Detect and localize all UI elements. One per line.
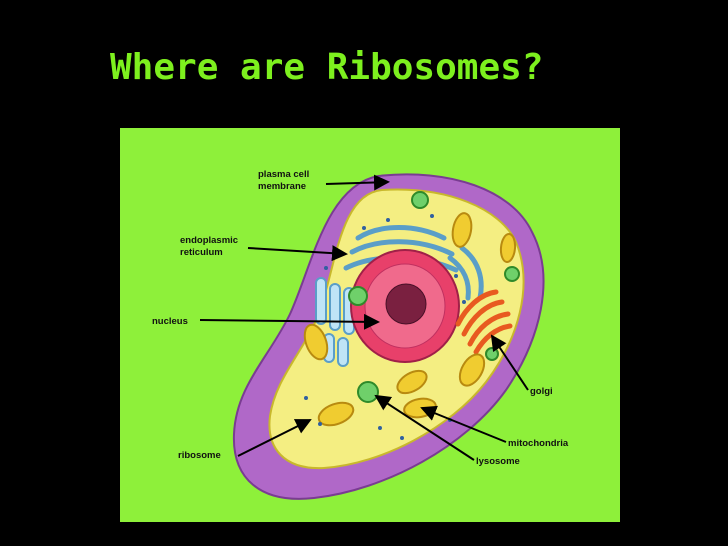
arrow-mitochondria [420, 405, 507, 443]
cell-diagram: plasma cell membrane endoplasmic reticul… [120, 128, 620, 522]
label-er-1: endoplasmic [180, 235, 238, 246]
label-nucleus: nucleus [152, 316, 188, 327]
pointer-arrows [199, 174, 529, 461]
label-lysosome: lysosome [476, 456, 520, 467]
arrow-nucleus [199, 313, 380, 330]
nucleus-shape [350, 249, 460, 363]
golgi-shape [455, 289, 513, 355]
cell-diagram-svg: plasma cell membrane endoplasmic reticul… [120, 128, 620, 522]
label-er-2: reticulum [180, 247, 223, 258]
arrow-er [247, 245, 348, 262]
label-ribosome: ribosome [178, 450, 221, 461]
lysosome-shapes [348, 191, 520, 403]
arrow-ribosome [237, 419, 312, 457]
arrow-golgi [490, 334, 529, 391]
slide-title: Where are Ribosomes? [110, 47, 544, 88]
arrow-lysosome [374, 394, 475, 461]
label-mitochondria: mitochondria [508, 438, 569, 449]
label-golgi: golgi [530, 386, 553, 397]
arrow-plasma-membrane [325, 174, 390, 191]
label-plasma-membrane-1: plasma cell [258, 169, 309, 180]
mitochondria-shapes [303, 212, 517, 427]
label-plasma-membrane-2: membrane [258, 181, 306, 192]
